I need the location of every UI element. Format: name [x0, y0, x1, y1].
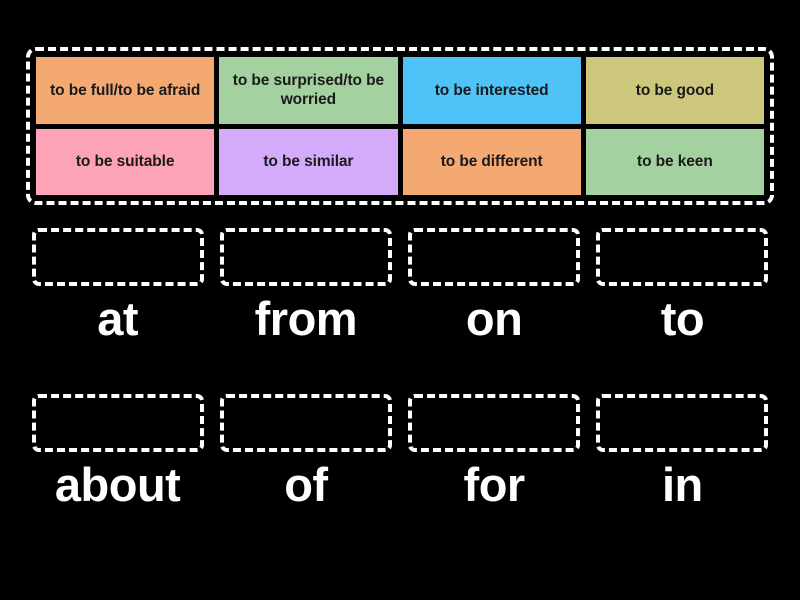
- answer-row: at from on to: [26, 228, 774, 343]
- drop-zone[interactable]: [596, 228, 769, 286]
- draggable-tile[interactable]: to be surprised/to be worried: [219, 57, 398, 124]
- answer-cell: from: [214, 228, 397, 343]
- tile-grid: to be full/to be afraid to be surprised/…: [36, 57, 764, 195]
- answer-cell: to: [591, 228, 774, 343]
- answer-cell: on: [403, 228, 586, 343]
- draggable-tile[interactable]: to be suitable: [36, 128, 215, 195]
- drop-zone[interactable]: [596, 394, 769, 452]
- answer-cell: about: [26, 394, 209, 509]
- preposition-label: to: [660, 292, 705, 345]
- answer-cell: in: [591, 394, 774, 509]
- drop-zone[interactable]: [31, 228, 204, 286]
- draggable-tile[interactable]: to be different: [402, 128, 581, 195]
- answer-row: about of for in: [26, 394, 774, 509]
- answer-cell: of: [214, 394, 397, 509]
- preposition-label: at: [97, 292, 139, 345]
- drop-zone[interactable]: [408, 228, 581, 286]
- drop-zone[interactable]: [31, 394, 204, 452]
- draggable-tile[interactable]: to be similar: [219, 128, 398, 195]
- answer-cell: for: [403, 394, 586, 509]
- draggable-tile[interactable]: to be full/to be afraid: [36, 57, 215, 124]
- preposition-label: in: [661, 458, 703, 511]
- preposition-label: for: [463, 458, 526, 511]
- draggable-tile[interactable]: to be interested: [402, 57, 581, 124]
- tile-tray: to be full/to be afraid to be surprised/…: [26, 47, 774, 205]
- draggable-tile[interactable]: to be keen: [585, 128, 764, 195]
- drop-zone[interactable]: [408, 394, 581, 452]
- drop-zone[interactable]: [219, 394, 392, 452]
- preposition-label: on: [465, 292, 523, 345]
- answer-cell: at: [26, 228, 209, 343]
- preposition-label: of: [284, 458, 328, 511]
- drop-zone[interactable]: [219, 228, 392, 286]
- preposition-label: about: [54, 458, 181, 511]
- preposition-label: from: [254, 292, 358, 345]
- draggable-tile[interactable]: to be good: [585, 57, 764, 124]
